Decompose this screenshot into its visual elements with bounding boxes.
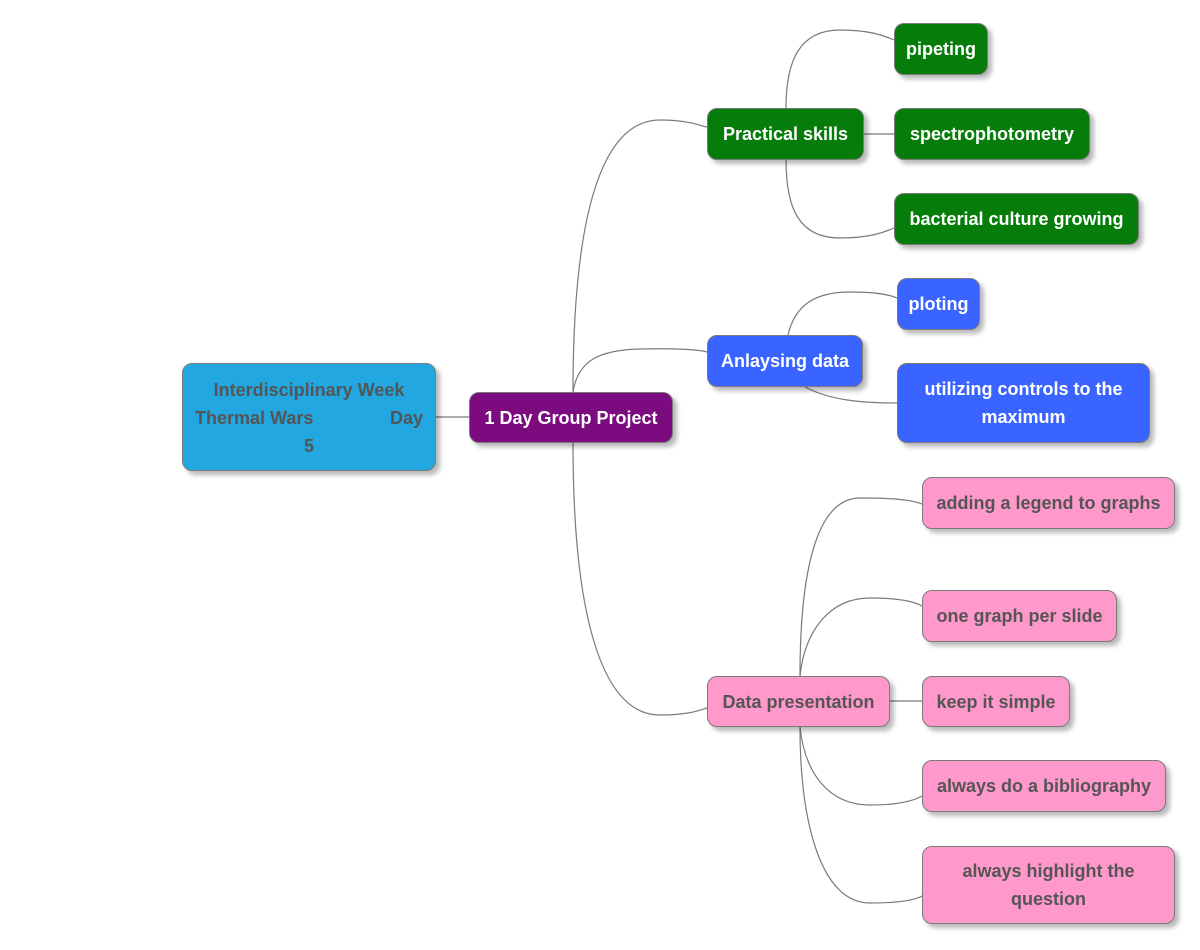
root-subtitle-left: Thermal Wars (195, 408, 314, 428)
leaf-label: always do a bibliography (936, 776, 1152, 796)
leaf-one-graph[interactable]: one graph per slide (922, 590, 1117, 642)
leaf-ploting[interactable]: ploting (897, 278, 980, 330)
link-center-presentation (572, 442, 708, 716)
root-subtitle-number: 5 (303, 436, 314, 456)
link-presentation-bibliography (799, 726, 923, 806)
branch-label: Data presentation (722, 691, 875, 712)
root-subtitle-right: Day (389, 408, 423, 428)
leaf-label: utilizing controls to the maximum (924, 379, 1123, 427)
leaf-label: keep it simple (936, 691, 1056, 712)
center-label: 1 Day Group Project (484, 407, 658, 428)
leaf-spectrophotometry[interactable]: spectrophotometry (894, 108, 1090, 160)
leaf-pipeting[interactable]: pipeting (894, 23, 988, 75)
leaf-bacterial-culture[interactable]: bacterial culture growing (894, 193, 1139, 245)
link-presentation-question (799, 726, 923, 904)
center-node[interactable]: 1 Day Group Project (469, 392, 673, 443)
link-practical-pipeting (785, 29, 895, 109)
branch-label: Anlaysing data (720, 351, 850, 371)
link-analysing-ploting (787, 291, 898, 336)
link-presentation-onegraph (799, 597, 923, 677)
leaf-utilizing-controls[interactable]: utilizing controls to the maximum (897, 363, 1150, 443)
root-subtitle-row: Thermal Wars Day (183, 404, 435, 432)
leaf-keep-simple[interactable]: keep it simple (922, 676, 1070, 727)
leaf-label: one graph per slide (936, 606, 1103, 626)
branch-analysing-data[interactable]: Anlaysing data (707, 335, 863, 387)
root-node[interactable]: Interdisciplinary Week Thermal Wars Day … (182, 363, 436, 471)
branch-data-presentation[interactable]: Data presentation (707, 676, 890, 727)
link-presentation-legend (799, 497, 923, 677)
link-center-practical (572, 119, 708, 393)
leaf-legend-graphs[interactable]: adding a legend to graphs (922, 477, 1175, 529)
link-practical-bacterial (785, 159, 895, 239)
leaf-label: spectrophotometry (909, 124, 1075, 144)
branch-label: Practical skills (722, 124, 849, 144)
leaf-label: pipeting (906, 39, 976, 59)
link-analysing-controls (804, 386, 898, 404)
leaf-label: adding a legend to graphs (936, 493, 1161, 513)
leaf-label: always highlight the question (962, 861, 1135, 909)
leaf-bibliography[interactable]: always do a bibliography (922, 760, 1166, 812)
leaf-label: bacterial culture growing (909, 209, 1124, 229)
branch-practical-skills[interactable]: Practical skills (707, 108, 864, 160)
leaf-highlight-question[interactable]: always highlight the question (922, 846, 1175, 924)
link-center-analysing (572, 348, 708, 393)
leaf-label: ploting (908, 294, 969, 314)
root-title-line: Interdisciplinary Week (213, 380, 405, 400)
